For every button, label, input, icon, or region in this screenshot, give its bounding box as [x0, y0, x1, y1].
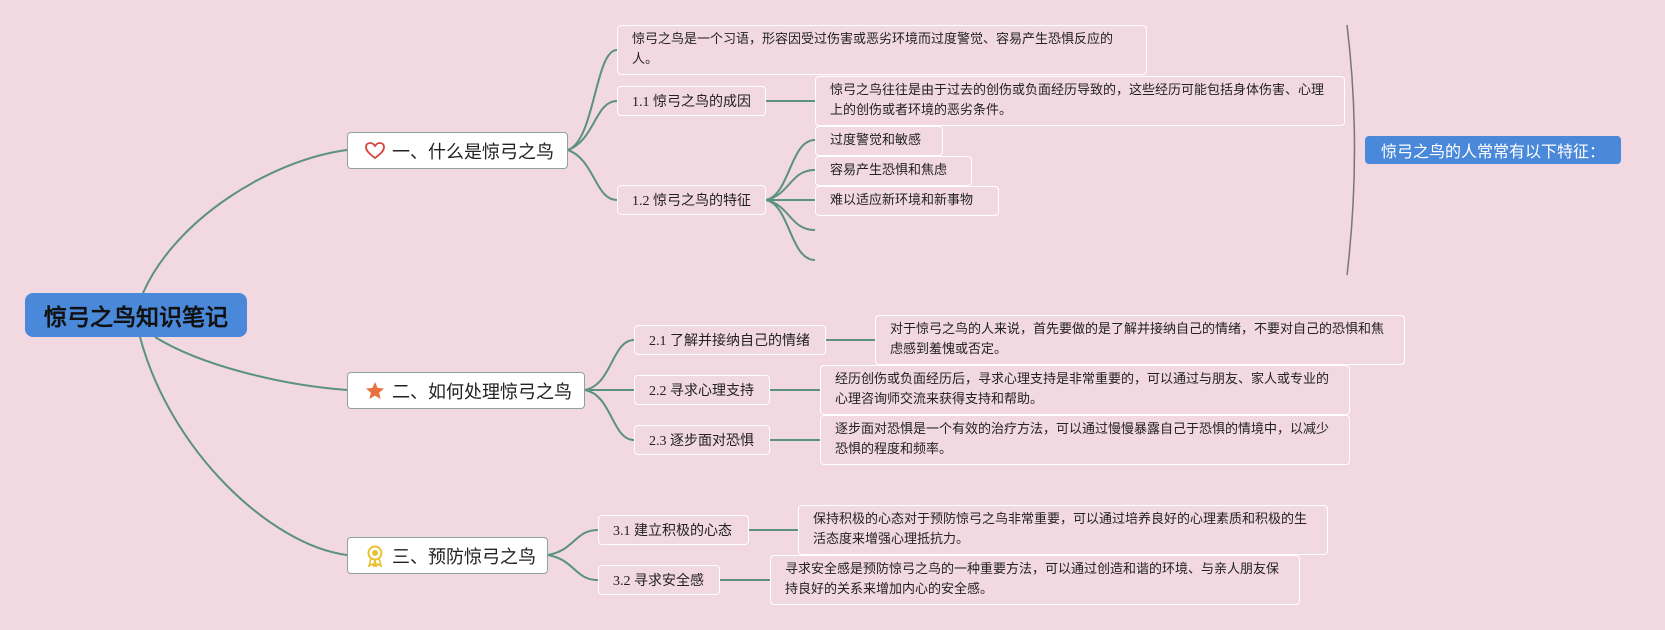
trait-item-label: 过度警觉和敏感: [830, 133, 922, 148]
subtopic-3-2-label: 3.2 寻求安全感: [613, 574, 704, 589]
emotion-note[interactable]: 对于惊弓之鸟的人来说，首先要做的是了解并接纳自己的情绪，不要对自己的恐惧和焦虑感…: [875, 315, 1405, 365]
emotion-text: 对于惊弓之鸟的人来说，首先要做的是了解并接纳自己的情绪，不要对自己的恐惧和焦虑感…: [890, 322, 1385, 357]
section-3-node[interactable]: 三、预防惊弓之鸟: [347, 537, 548, 574]
trait-item[interactable]: 过度警觉和敏感: [815, 126, 943, 156]
security-note[interactable]: 寻求安全感是预防惊弓之鸟的一种重要方法，可以通过创造和谐的环境、与亲人朋友保持良…: [770, 555, 1300, 605]
mindset-text: 保持积极的心态对于预防惊弓之鸟非常重要，可以通过培养良好的心理素质和积极的生活态…: [813, 512, 1308, 547]
subtopic-1-2-label: 1.2 惊弓之鸟的特征: [632, 194, 751, 209]
cause-text: 惊弓之鸟往往是由于过去的创伤或负面经历导致的，这些经历可能包括身体伤害、心理上的…: [830, 83, 1325, 118]
trait-item-label: 难以适应新环境和新事物: [830, 193, 974, 208]
support-text: 经历创伤或负面经历后，寻求心理支持是非常重要的，可以通过与朋友、家人或专业的心理…: [835, 372, 1330, 407]
exposure-text: 逐步面对恐惧是一个有效的治疗方法，可以通过慢慢暴露自己于恐惧的情境中，以减少恐惧…: [835, 422, 1330, 457]
mindset-note[interactable]: 保持积极的心态对于预防惊弓之鸟非常重要，可以通过培养良好的心理素质和积极的生活态…: [798, 505, 1328, 555]
trait-item[interactable]: 难以适应新环境和新事物: [815, 186, 999, 216]
award-ribbon-icon: [364, 545, 386, 567]
root-title: 惊弓之鸟知识笔记: [44, 305, 228, 331]
subtopic-2-3[interactable]: 2.3 逐步面对恐惧: [634, 425, 770, 455]
exposure-note[interactable]: 逐步面对恐惧是一个有效的治疗方法，可以通过慢慢暴露自己于恐惧的情境中，以减少恐惧…: [820, 415, 1350, 465]
trait-item-label: 容易产生恐惧和焦虑: [830, 163, 948, 178]
subtopic-2-3-label: 2.3 逐步面对恐惧: [649, 434, 754, 449]
subtopic-2-2-label: 2.2 寻求心理支持: [649, 384, 754, 399]
section-1-label: 一、什么是惊弓之鸟: [392, 141, 554, 163]
section-1-node[interactable]: 一、什么是惊弓之鸟: [347, 132, 568, 169]
support-note[interactable]: 经历创伤或负面经历后，寻求心理支持是非常重要的，可以通过与朋友、家人或专业的心理…: [820, 365, 1350, 415]
security-text: 寻求安全感是预防惊弓之鸟的一种重要方法，可以通过创造和谐的环境、与亲人朋友保持良…: [785, 562, 1280, 597]
subtopic-3-1[interactable]: 3.1 建立积极的心态: [598, 515, 749, 545]
summary-callout-text: 惊弓之鸟的人常常有以下特征：: [1380, 142, 1605, 161]
section-2-label: 二、如何处理惊弓之鸟: [392, 381, 572, 403]
subtopic-1-2[interactable]: 1.2 惊弓之鸟的特征: [617, 185, 766, 215]
cause-note[interactable]: 惊弓之鸟往往是由于过去的创伤或负面经历导致的，这些经历可能包括身体伤害、心理上的…: [815, 76, 1345, 126]
subtopic-3-2[interactable]: 3.2 寻求安全感: [598, 565, 720, 595]
subtopic-2-1-label: 2.1 了解并接纳自己的情绪: [649, 334, 810, 349]
heart-icon: [364, 140, 386, 162]
subtopic-2-2[interactable]: 2.2 寻求心理支持: [634, 375, 770, 405]
section-3-label: 三、预防惊弓之鸟: [392, 546, 536, 568]
trait-item[interactable]: 容易产生恐惧和焦虑: [815, 156, 972, 186]
subtopic-3-1-label: 3.1 建立积极的心态: [613, 524, 732, 539]
section-2-node[interactable]: 二、如何处理惊弓之鸟: [347, 372, 585, 409]
root-topic[interactable]: 惊弓之鸟知识笔记: [25, 293, 247, 337]
definition-text: 惊弓之鸟是一个习语，形容因受过伤害或恶劣环境而过度警觉、容易产生恐惧反应的人。: [632, 32, 1114, 67]
definition-note[interactable]: 惊弓之鸟是一个习语，形容因受过伤害或恶劣环境而过度警觉、容易产生恐惧反应的人。: [617, 25, 1147, 75]
subtopic-1-1[interactable]: 1.1 惊弓之鸟的成因: [617, 86, 766, 116]
star-icon: [364, 380, 386, 402]
subtopic-1-1-label: 1.1 惊弓之鸟的成因: [632, 95, 751, 110]
summary-callout[interactable]: 惊弓之鸟的人常常有以下特征：: [1365, 136, 1621, 164]
subtopic-2-1[interactable]: 2.1 了解并接纳自己的情绪: [634, 325, 826, 355]
